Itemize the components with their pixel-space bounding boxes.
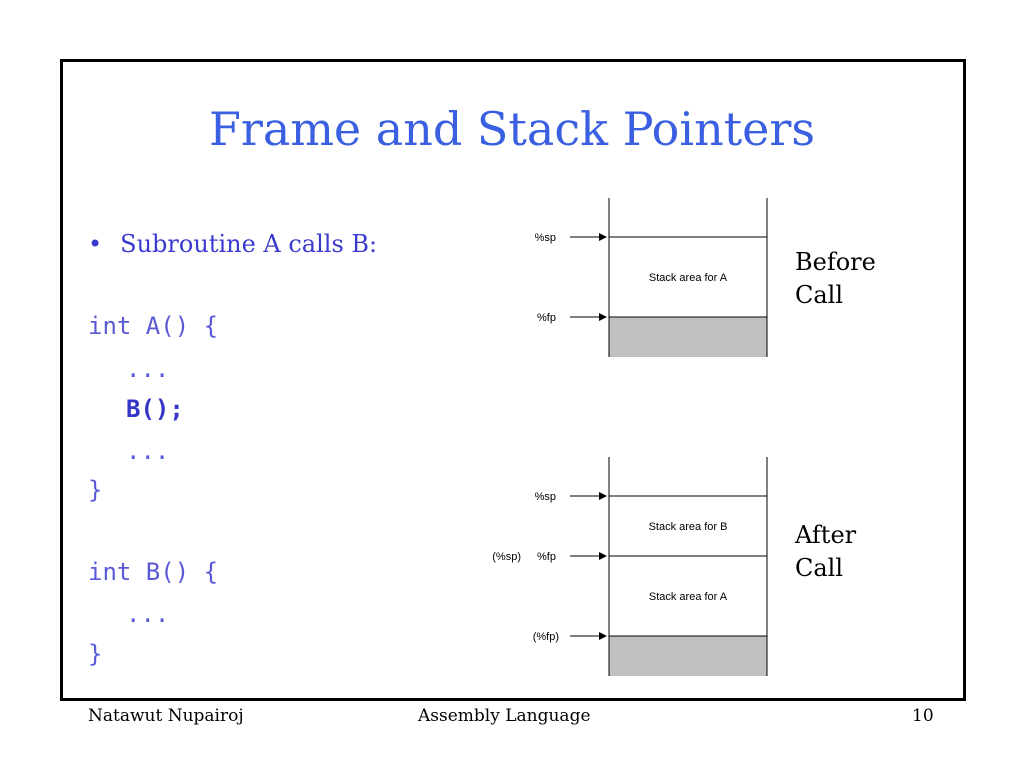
code-line-a5: } bbox=[88, 476, 103, 504]
code-line-a1: int A() { bbox=[88, 312, 219, 340]
caption-before-line2: Call bbox=[795, 281, 844, 309]
caption-after-line2: Call bbox=[795, 554, 844, 582]
code-line-b1: int B() { bbox=[88, 558, 219, 586]
caption-before-line1: Before bbox=[795, 248, 876, 276]
code-line-a3: B(); bbox=[126, 395, 184, 423]
fp-label-before: %fp bbox=[537, 312, 556, 324]
footer-author: Natawut Nupairoj bbox=[88, 706, 244, 726]
fp-label-after: %fp bbox=[537, 551, 556, 563]
slide-frame bbox=[60, 59, 966, 701]
footer-page-number: 10 bbox=[912, 706, 934, 726]
code-line-a2: ... bbox=[126, 355, 170, 383]
code-line-a4: ... bbox=[126, 437, 170, 465]
region-b-label-after: Stack area for B bbox=[649, 521, 728, 533]
footer-course: Assembly Language bbox=[418, 706, 591, 726]
slide-title: Frame and Stack Pointers bbox=[208, 102, 816, 156]
bullet-dot: • bbox=[88, 230, 103, 258]
old-fp-label-after: (%fp) bbox=[533, 631, 559, 643]
code-line-b3: } bbox=[88, 640, 103, 668]
region-a-label-before: Stack area for A bbox=[649, 272, 728, 284]
caption-before: Before Call bbox=[795, 246, 876, 312]
code-line-b2: ... bbox=[126, 600, 170, 628]
caption-after-line1: After bbox=[795, 521, 857, 549]
caption-after: After Call bbox=[795, 519, 856, 585]
caller-frame-before bbox=[609, 317, 767, 357]
caller-frame-after bbox=[609, 636, 767, 676]
sp-label-after: %sp bbox=[535, 491, 556, 503]
bullet-text: Subroutine A calls B: bbox=[120, 230, 378, 258]
old-sp-label-after: (%sp) bbox=[492, 551, 521, 563]
stack-after: %sp (%sp) %fp (%fp) Stack area for B Sta… bbox=[492, 457, 768, 676]
bullet-item: • Subroutine A calls B: bbox=[88, 230, 377, 258]
stack-before: %sp %fp Stack area for A bbox=[535, 198, 768, 357]
region-a-label-after: Stack area for A bbox=[649, 591, 728, 603]
sp-label-before: %sp bbox=[535, 232, 556, 244]
